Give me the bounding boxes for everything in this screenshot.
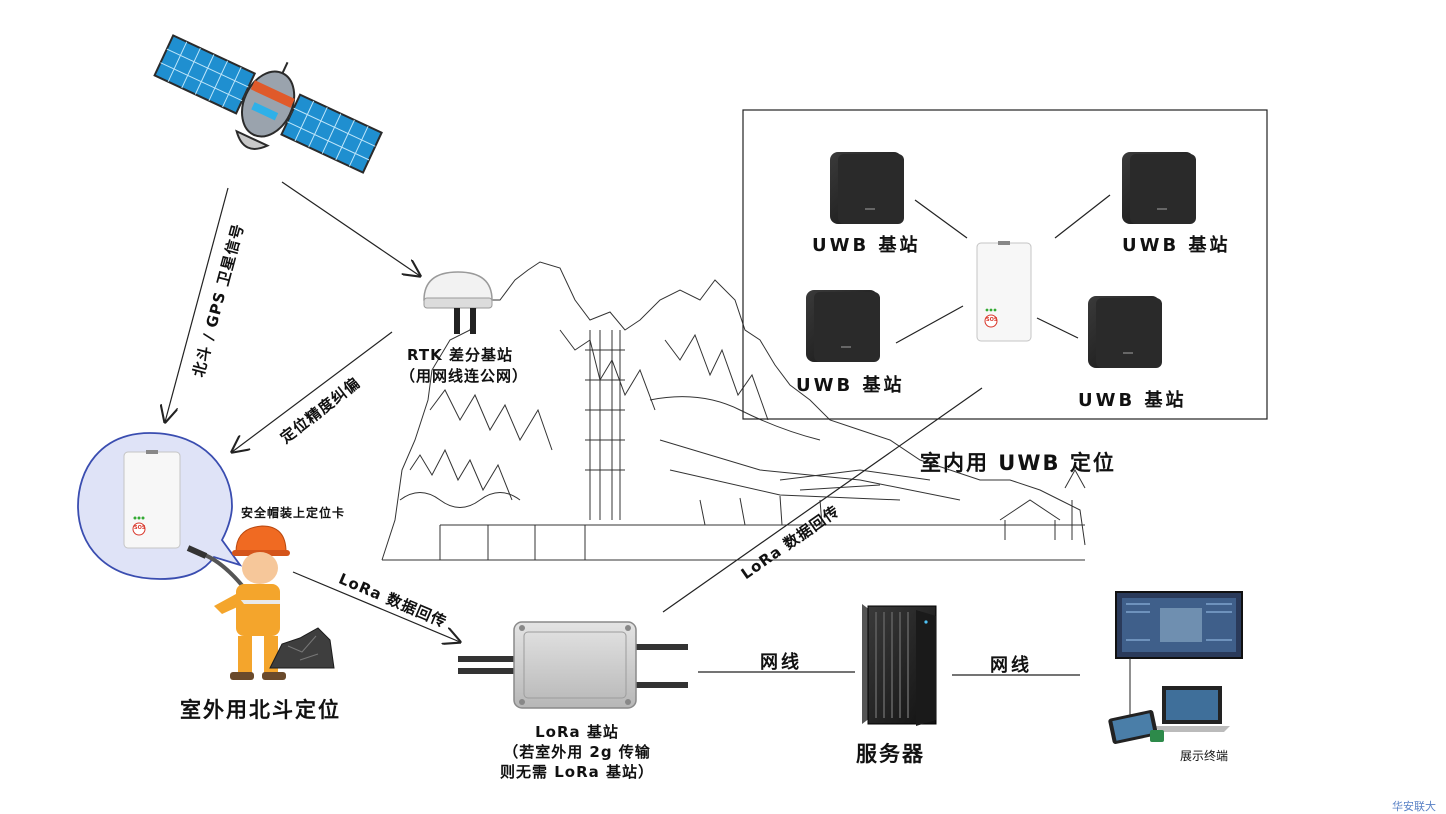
connector-lines xyxy=(165,181,1111,676)
card-sos-label: SOS xyxy=(134,525,146,531)
lora-label-line2: （若室外用 2g 传输 xyxy=(503,743,651,761)
rtk-label: RTK 差分基站 （用网线连公网） xyxy=(400,344,529,386)
cable-label-1: 网线 xyxy=(760,652,802,673)
uwb-anchor-icon xyxy=(1088,296,1162,368)
lora-label-line1: LoRa 基站 xyxy=(535,723,619,741)
lora-label: LoRa 基站 （若室外用 2g 传输 则无需 LoRa 基站） xyxy=(482,722,672,782)
locator-card-icon xyxy=(123,450,181,549)
mountain-scene-illustration xyxy=(381,261,1086,561)
uwb-anchor-icon xyxy=(1122,152,1196,224)
satellite-to-rtk-arrow xyxy=(281,181,420,276)
display-terminal-label: 展示终端 xyxy=(1180,749,1229,763)
uwb-to-lora-line xyxy=(662,387,983,613)
server-rack-icon xyxy=(862,604,937,726)
tag-sos-label: SOS xyxy=(986,317,998,323)
rtk-to-card-arrow xyxy=(232,331,393,452)
uwb-link-tr xyxy=(1054,194,1111,239)
miner-icon xyxy=(186,525,290,680)
rtk-label-line1: RTK 差分基站 xyxy=(407,346,513,364)
uwb-indoor-frame xyxy=(742,109,1268,420)
rtk-label-line2: （用网线连公网） xyxy=(400,367,529,385)
uwb-tag-icon xyxy=(976,241,1032,342)
watermark: 华安联大 xyxy=(1392,800,1436,813)
satellite-to-card-arrow xyxy=(165,187,229,422)
uwb-label-top-left: UWB 基站 xyxy=(812,235,921,256)
outdoor-label: 室外用北斗定位 xyxy=(180,698,341,722)
server-label: 服务器 xyxy=(856,742,925,766)
uwb-link-tl xyxy=(914,199,968,239)
lora-gateway-icon xyxy=(458,621,688,709)
uwb-anchor-icon xyxy=(830,152,904,224)
coal-icon xyxy=(269,627,335,669)
uwb-label-bottom-right: UWB 基站 xyxy=(1078,390,1187,411)
miner-to-lora-arrow xyxy=(292,571,460,642)
cable-label-2: 网线 xyxy=(990,655,1032,676)
uwb-anchor-icon xyxy=(806,290,880,362)
uwb-link-br xyxy=(1036,317,1079,339)
uwb-label-bottom-left: UWB 基站 xyxy=(796,375,905,396)
display-terminal-icon xyxy=(1108,591,1243,744)
uwb-label-top-right: UWB 基站 xyxy=(1122,235,1231,256)
indoor-label: 室内用 UWB 定位 xyxy=(920,451,1116,475)
helmet-card-label: 安全帽装上定位卡 xyxy=(241,506,346,520)
satellite-icon xyxy=(153,34,383,174)
uwb-link-bl xyxy=(895,305,964,344)
lora-label-line3: 则无需 LoRa 基站） xyxy=(500,763,654,781)
rtk-antenna-icon xyxy=(423,271,493,334)
